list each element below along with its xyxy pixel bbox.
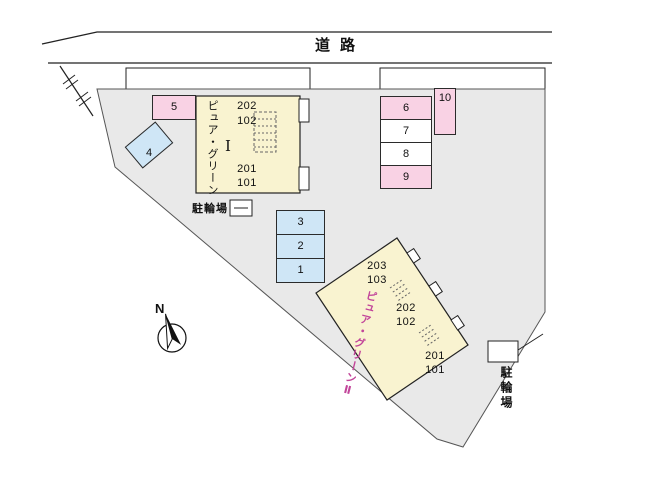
building1-entrance-bottom [298,166,310,191]
building1-stairs-icon [253,111,277,153]
parking-space-5: 5 [152,95,196,120]
building2-room-103: 103 [367,274,387,286]
curb-strip-left [125,67,311,90]
parking-space-8-label: 8 [402,147,410,160]
compass-icon [157,313,187,353]
parking-space-3-label: 3 [297,216,304,228]
parking-space-10-label: 10 [438,92,452,104]
parking-space-4-label: 4 [146,147,153,159]
bike-parking-left-label: 駐輪場 [192,203,228,215]
building1-room-102: 102 [237,115,257,127]
building1-outline [195,95,301,194]
boundary-tick-marks [62,74,92,107]
parking-space-10: 10 [434,88,456,135]
bike-parking-left-icon [229,199,253,217]
building1-room-101: 101 [237,177,257,189]
parking-space-9: 9 [380,165,432,189]
parking-space-8: 8 [380,142,432,166]
building2-room-201: 201 [425,350,445,362]
building1-numeral: Ⅰ [225,139,231,155]
building2-room-203: 203 [367,260,387,272]
bike-parking-right-icon [487,333,544,363]
parking-space-2: 2 [276,234,325,259]
curb-strip-right [379,67,546,90]
road-top-line [41,31,552,45]
parking-space-7: 7 [380,119,432,143]
parking-space-7-label: 7 [402,124,410,137]
building2-outline [315,237,469,401]
parking-space-9-label: 9 [402,170,410,183]
building2-room-101: 101 [425,364,445,376]
building1-room-201: 201 [237,163,257,175]
parking-space-6-label: 6 [402,101,410,114]
building2-room-102: 102 [396,316,416,328]
parking-space-1: 1 [276,258,325,283]
bike-parking-right-label: 駐輪場 [499,366,513,411]
building2-room-202: 202 [396,302,416,314]
parking-space-2-label: 2 [297,240,304,252]
building1-room-202: 202 [237,100,257,112]
road-label: 道路 [314,37,365,54]
building2-entrance-steps [406,247,465,331]
parking-space-6: 6 [380,96,432,120]
neighbour-boundary-line [59,65,94,117]
building1-name: ピュア・グリーン [206,100,218,196]
building1-entrance-top [298,98,310,123]
parking-space-3: 3 [276,210,325,235]
parking-space-5-label: 5 [170,101,178,113]
compass-north-label: N [155,301,165,316]
parking-space-1-label: 1 [297,264,304,276]
